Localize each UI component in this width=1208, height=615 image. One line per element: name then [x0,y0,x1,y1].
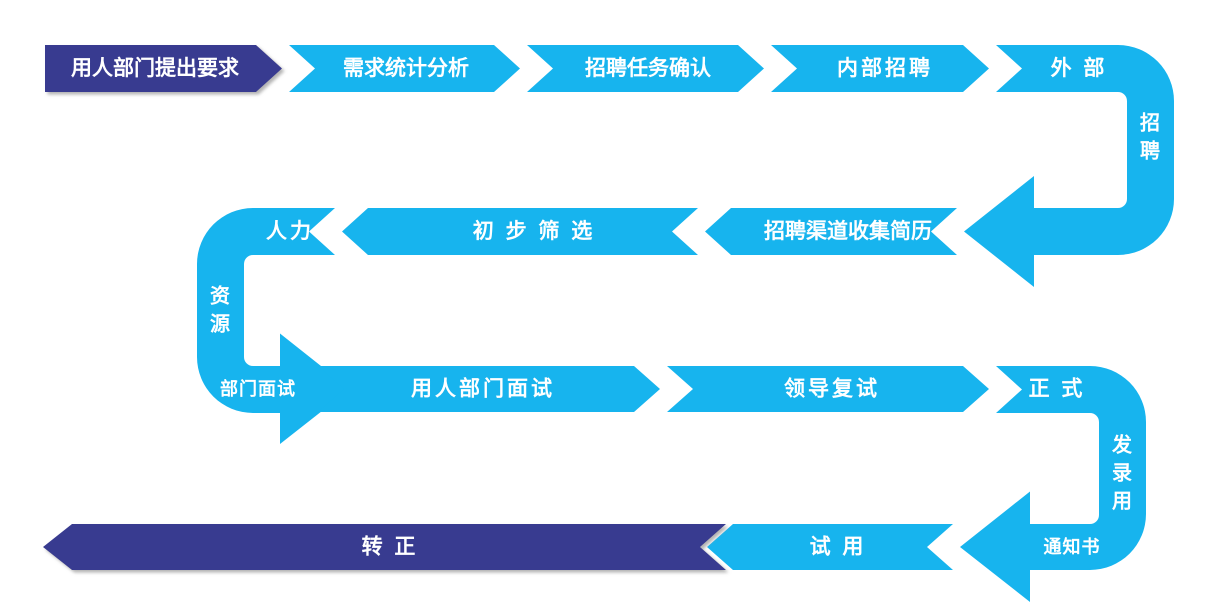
step-7-shape[interactable] [342,208,698,255]
turn-right-1-band[interactable] [964,45,1174,287]
step-14-label: 试 用 [810,536,867,559]
turn-left-1-label-char-1: 资 [210,283,230,307]
turn-right-2-label-char-2: 录 [1112,462,1132,484]
step-4-label: 内部招聘 [837,56,933,80]
step-2-shape[interactable] [289,45,520,92]
turn-right-2-band[interactable] [960,366,1146,602]
step-15-shape[interactable] [43,524,726,570]
turn-right-2-label-char-1: 发 [1111,432,1133,456]
step-3-label: 招聘任务确认 [585,56,711,80]
step-10-label: 用人部门面试 [411,377,555,401]
step-4-shape[interactable] [771,45,989,92]
step-13-label: 通知书 [1044,536,1101,557]
step-14-shape[interactable] [707,524,953,570]
step-6-shape[interactable] [705,208,957,255]
step-10-shape[interactable] [318,366,660,412]
step-6-label: 招聘渠道收集简历 [764,219,932,243]
step-8-label: 人力 [266,220,314,243]
step-1-shape[interactable] [45,45,282,92]
step-12-label: 正 式 [1029,378,1086,401]
turn-right-2-label-char-3: 用 [1112,490,1132,512]
turn-left-1-band[interactable] [197,208,350,444]
step-2-label: 需求统计分析 [343,56,469,80]
step-15-label: 转 正 [362,535,419,559]
step-7-label: 初 步 筛 选 [473,219,596,243]
step-11-label: 领导复试 [784,377,880,401]
step-9-label: 部门面试 [220,378,296,399]
step-1-label: 用人部门提出要求 [71,56,239,80]
step-5-label: 外 部 [1051,56,1108,80]
step-3-shape[interactable] [527,45,764,92]
turn-right-1-label-char-1: 招 [1140,111,1160,134]
turn-right-1-label-char-2: 聘 [1140,138,1160,162]
step-11-shape[interactable] [667,366,989,412]
turn-left-1-label-char-2: 源 [210,312,230,335]
